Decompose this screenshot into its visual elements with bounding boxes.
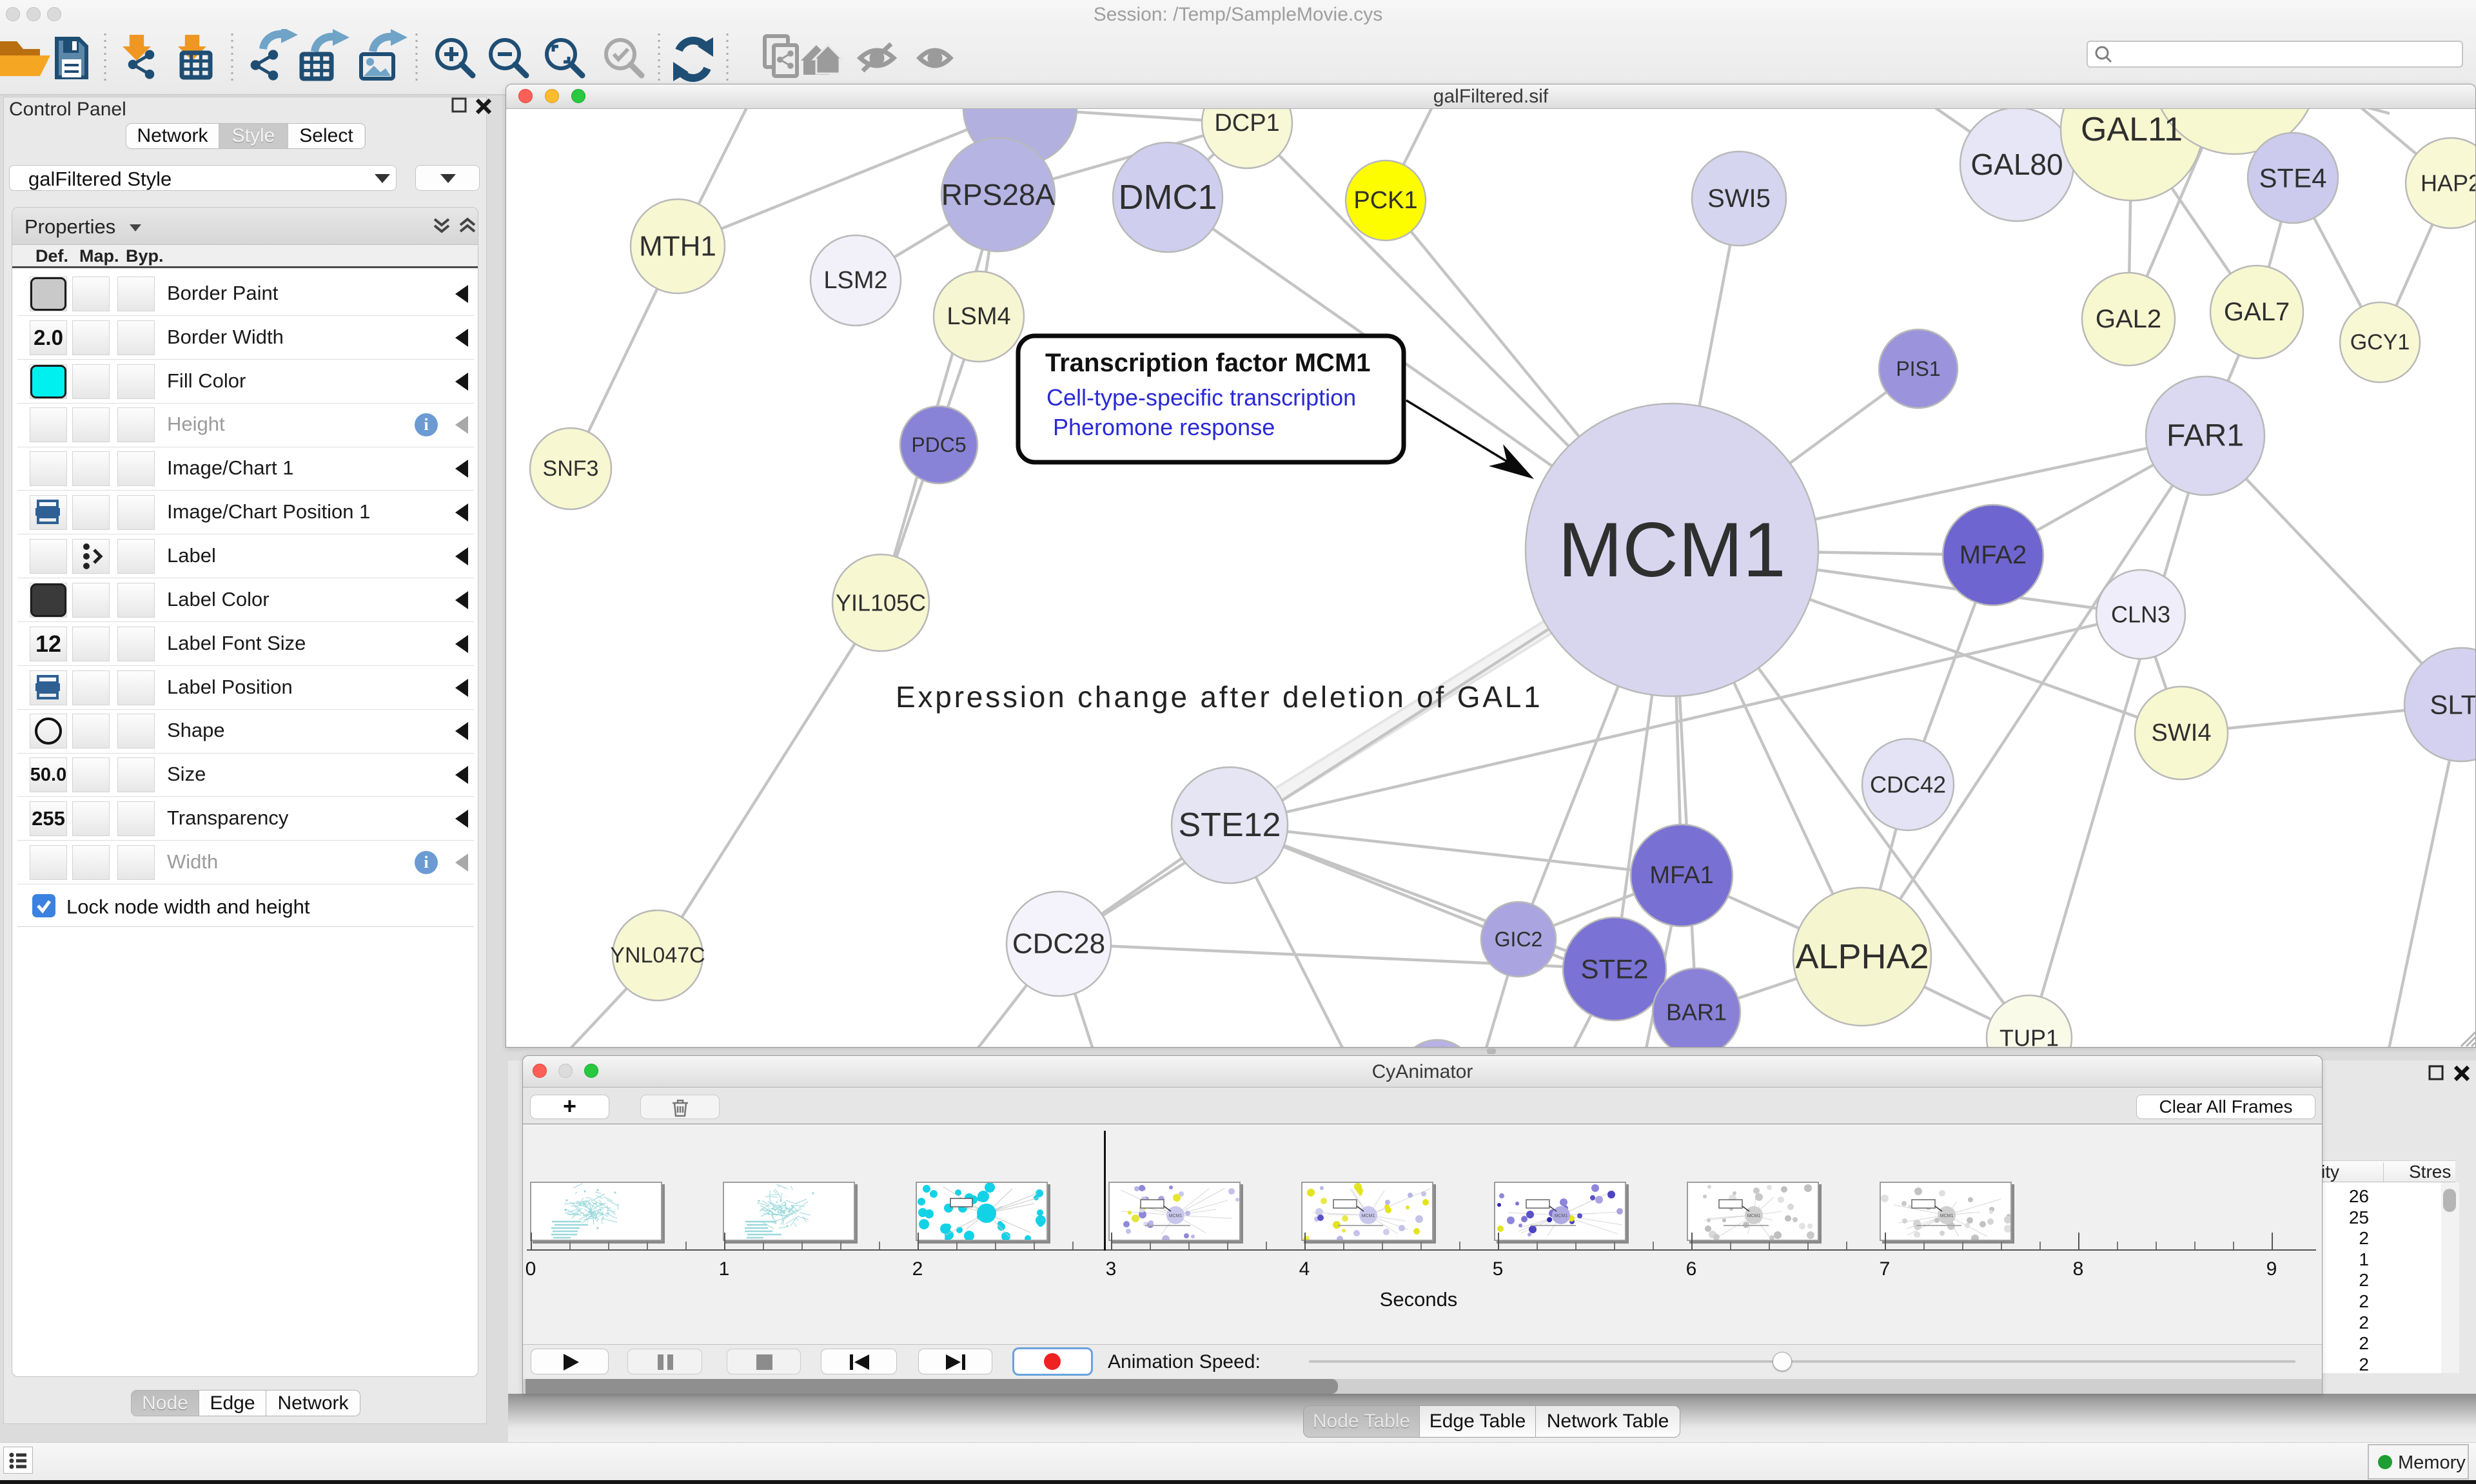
svg-text:GCY1: GCY1 <box>2350 330 2410 355</box>
svg-text:STE4: STE4 <box>2259 163 2326 193</box>
svg-text:PIS1: PIS1 <box>1896 357 1940 380</box>
svg-text:MCM1: MCM1 <box>1747 1214 1761 1218</box>
svg-text:TUP1: TUP1 <box>1999 1025 2059 1048</box>
svg-text:LSM2: LSM2 <box>823 267 887 294</box>
svg-text:MCM1: MCM1 <box>1555 1214 1568 1218</box>
svg-text:SLT2: SLT2 <box>2430 690 2475 720</box>
svg-text:BAR1: BAR1 <box>1666 999 1727 1026</box>
svg-text:GAL80: GAL80 <box>1970 148 2063 181</box>
svg-text:MFA1: MFA1 <box>1649 862 1713 889</box>
svg-text:Cell-type-specific transcripti: Cell-type-specific transcription <box>1046 384 1356 411</box>
svg-text:Expression change after deleti: Expression change after deletion of GAL1 <box>896 680 1543 714</box>
svg-text:SNF3: SNF3 <box>543 456 599 481</box>
svg-text:SWI4: SWI4 <box>2152 719 2212 747</box>
svg-text:LSM4: LSM4 <box>947 303 1010 330</box>
svg-text:RPS28A: RPS28A <box>941 178 1056 211</box>
svg-text:PDC5: PDC5 <box>911 433 966 456</box>
svg-text:CDC42: CDC42 <box>1870 772 1946 798</box>
svg-text:MCM1: MCM1 <box>1169 1214 1183 1218</box>
svg-text:FAR1: FAR1 <box>2166 419 2244 453</box>
svg-text:YIL105C: YIL105C <box>836 590 926 616</box>
svg-text:MCM1: MCM1 <box>1558 507 1785 593</box>
svg-text:PCK1: PCK1 <box>1353 187 1417 214</box>
svg-text:DMC1: DMC1 <box>1118 178 1217 217</box>
svg-text:Pheromone response: Pheromone response <box>1053 414 1275 440</box>
svg-text:Transcription factor MCM1: Transcription factor MCM1 <box>1045 349 1371 377</box>
svg-text:STE12: STE12 <box>1179 806 1281 844</box>
svg-text:SWI5: SWI5 <box>1707 184 1771 213</box>
svg-text:HAP2: HAP2 <box>2421 170 2475 197</box>
svg-text:CLN3: CLN3 <box>2111 601 2170 628</box>
svg-text:STE2: STE2 <box>1580 954 1648 984</box>
svg-text:MCM1: MCM1 <box>1940 1214 1954 1218</box>
svg-text:YNL047C: YNL047C <box>610 943 705 968</box>
svg-text:MTH1: MTH1 <box>639 231 716 262</box>
svg-text:GAL7: GAL7 <box>2224 298 2290 326</box>
svg-text:ALPHA2: ALPHA2 <box>1795 937 1929 976</box>
svg-text:MCM1: MCM1 <box>1362 1214 1375 1218</box>
svg-text:GAL2: GAL2 <box>2096 305 2161 333</box>
svg-text:GIC2: GIC2 <box>1495 928 1543 951</box>
svg-text:DCP1: DCP1 <box>1214 110 1279 137</box>
svg-text:GAL11: GAL11 <box>2081 111 2183 148</box>
svg-text:MFA2: MFA2 <box>1960 541 2027 569</box>
svg-text:CDC28: CDC28 <box>1012 928 1105 960</box>
